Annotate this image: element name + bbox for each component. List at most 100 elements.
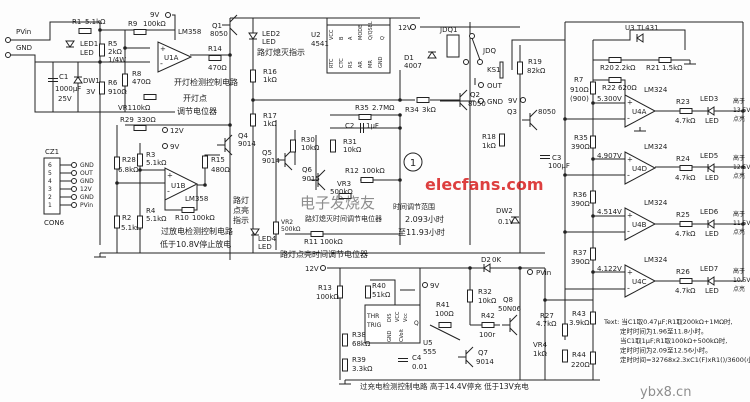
plus-sign: + <box>627 156 633 164</box>
label: 100µF <box>548 162 570 170</box>
connector-pin-label: OUT <box>80 170 93 177</box>
label: 3.3kΩ <box>352 365 373 373</box>
label: 0.01 <box>412 363 428 371</box>
label: 4.7kΩ <box>675 174 696 182</box>
u2-pin-label: Q <box>380 36 386 40</box>
note-pot: 开灯点 <box>183 93 207 103</box>
zener-dw2 <box>510 216 520 224</box>
12v-terminal <box>410 24 416 30</box>
junction-dot <box>398 178 402 182</box>
junction-dot <box>563 230 567 234</box>
resistor-r18 <box>499 133 505 147</box>
wire <box>229 14 238 23</box>
label: R26 <box>676 268 690 276</box>
resistor-r20 <box>608 57 622 63</box>
wire <box>229 27 238 36</box>
label: R39 <box>352 356 366 364</box>
label: R28 <box>122 156 136 164</box>
label: 0K <box>492 256 501 264</box>
label: 100kΩ <box>320 238 343 246</box>
potentiometer-vr2 <box>273 221 279 235</box>
led4 <box>250 228 260 236</box>
note-text-block: Text: 当C1取0.47µF;R1取200kΩ+1MΩ时, <box>603 317 733 326</box>
label: Q4 <box>238 132 249 140</box>
12v-terminal <box>320 265 326 271</box>
connector-pin-number: 1 <box>48 202 52 209</box>
circle-marker <box>403 152 423 172</box>
wire <box>224 134 233 143</box>
label: 100kΩ <box>362 167 385 175</box>
led-led5 <box>707 163 715 173</box>
label: 8050 <box>210 30 228 38</box>
label: Q1 <box>212 22 222 30</box>
label: R10 <box>175 214 189 222</box>
label: U5 <box>423 339 433 347</box>
resistor-r37 <box>590 247 596 261</box>
label: 0.1V <box>498 218 514 226</box>
label: 5.1kΩ <box>146 159 167 167</box>
junction-dot <box>203 183 207 187</box>
label: R30 <box>301 136 315 144</box>
note-pot: 调节电位器 <box>177 106 217 116</box>
label: R22 <box>602 84 616 92</box>
label: VR3 <box>337 180 351 188</box>
note-text-block: 定时时间为1.96至11.8小时。 <box>620 327 707 336</box>
junction-dot <box>741 109 745 113</box>
note-light-on-circuit: 开灯检测控制电路 <box>174 77 238 87</box>
note-lamp-on: 点亮 <box>233 205 249 215</box>
resistor-r36 <box>590 190 596 204</box>
junction-dot <box>398 113 402 117</box>
label: U2 <box>311 31 321 39</box>
label: LED <box>705 287 719 295</box>
resistor-r13 <box>337 285 343 299</box>
potentiometer-vr1 <box>143 94 157 100</box>
label: U3 <box>625 24 635 32</box>
label: U1A <box>164 54 179 62</box>
junction-dot <box>138 168 142 172</box>
label: (900) <box>570 95 589 103</box>
connector-pin-number: 3 <box>48 186 52 193</box>
label: LED3 <box>700 95 718 103</box>
tl431-u3 <box>636 33 644 43</box>
wire <box>459 89 468 98</box>
label: KS1 <box>487 66 501 74</box>
wire <box>370 279 396 305</box>
label: R5 <box>108 40 117 48</box>
u2-pin-label: RTC <box>329 58 335 68</box>
resistor-r2 <box>114 215 120 229</box>
label: 4.122V <box>597 265 622 273</box>
resistor-r19 <box>517 61 523 75</box>
label: 1kΩ <box>533 350 548 358</box>
resistor-r42 <box>481 322 495 328</box>
vr2-ref: VR2 <box>281 219 293 226</box>
label: R31 <box>343 138 357 146</box>
op-amp-u1a <box>157 41 193 73</box>
indicator-label: 点亮 <box>733 115 745 123</box>
label: 4.907V <box>597 152 622 160</box>
resistor-r31 <box>330 139 336 153</box>
minus-sign: - <box>627 227 630 236</box>
led2 <box>248 32 258 40</box>
wire <box>529 122 538 131</box>
diode-d2 <box>483 263 491 273</box>
label: R24 <box>676 155 690 163</box>
op-amp-u4d <box>624 151 657 185</box>
u2-pin-label: CTC <box>339 58 345 68</box>
resistor-r9 <box>133 29 147 35</box>
junction-dot <box>741 165 745 169</box>
label: 1kΩ <box>263 76 278 84</box>
resistor-r44 <box>590 351 596 365</box>
junction-dot <box>468 266 472 270</box>
note-off-time-pot: 路灯熄灭时间调节电位器 <box>305 214 382 223</box>
label: LED <box>705 230 719 238</box>
label: R16 <box>263 68 277 76</box>
resistor-r5 <box>99 43 105 57</box>
resistor-r22 <box>608 77 622 83</box>
resistor-r28 <box>114 156 120 170</box>
12v-label: 12V <box>305 265 319 273</box>
zener-dw1 <box>73 76 83 84</box>
wire <box>465 346 474 355</box>
led-led7 <box>707 276 715 286</box>
